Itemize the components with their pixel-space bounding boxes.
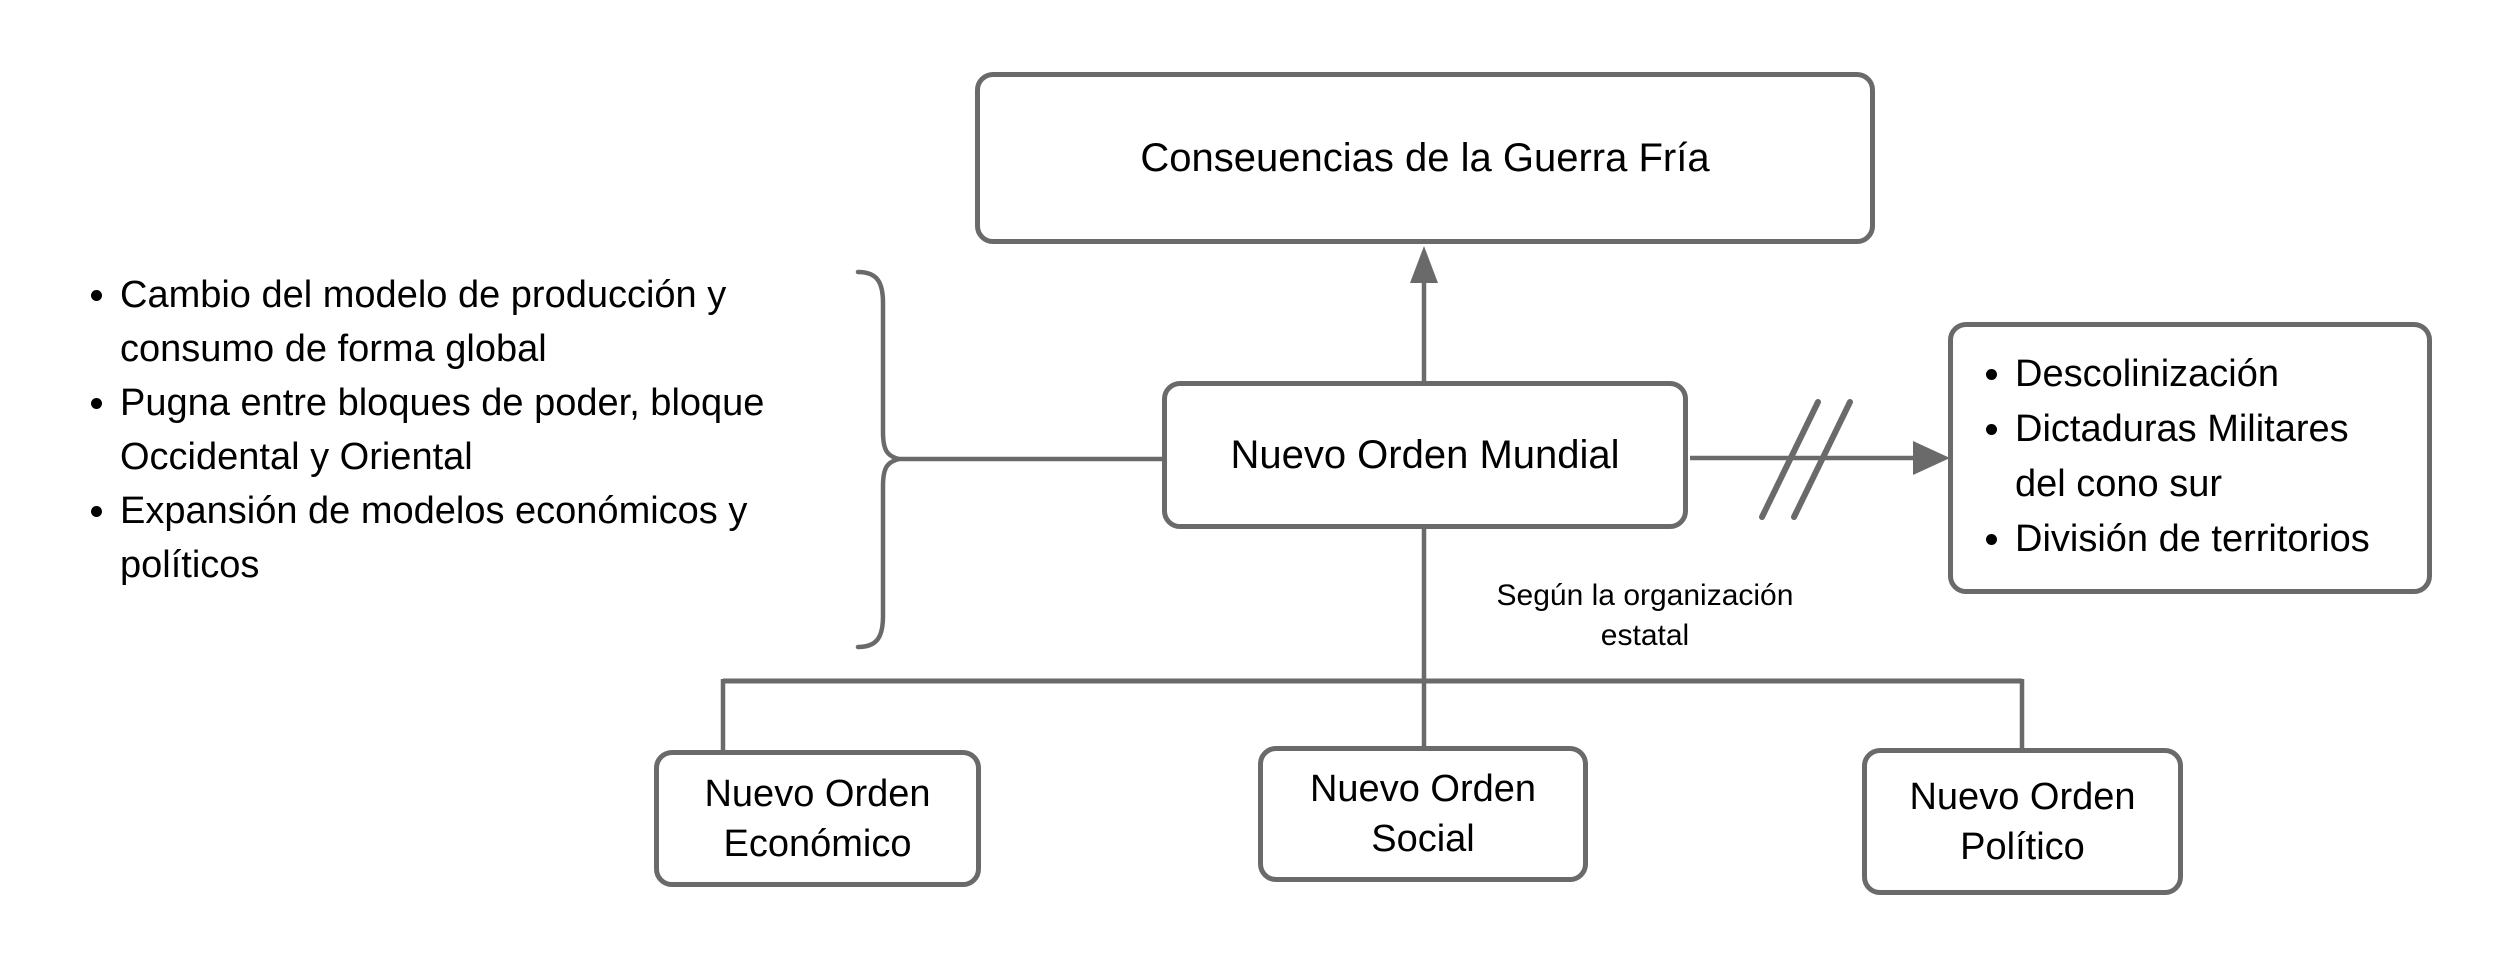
double-slash-mark-1: [1759, 399, 1821, 520]
economic-order-label: Nuevo Orden Económico: [704, 772, 931, 865]
central-node-label: Nuevo Orden Mundial: [1230, 432, 1620, 477]
title-node-label: Conseuencias de la Guerra Fría: [1140, 135, 1710, 180]
economic-order-node: Nuevo Orden Económico: [654, 750, 981, 887]
social-order-node: Nuevo Orden Social: [1258, 746, 1588, 882]
right-list-item: Dictaduras Militares del cono sur: [2015, 402, 2370, 512]
political-order-node: Nuevo Orden Político: [1862, 748, 2183, 895]
social-order-label: Nuevo Orden Social: [1309, 768, 1536, 860]
up-arrowhead-icon: [1410, 246, 1438, 283]
double-slash-mark-2: [1791, 399, 1853, 520]
right-list-item: División de territorios: [2015, 512, 2370, 567]
right-arrowhead-icon: [1913, 441, 1950, 475]
right-bullet-list: Descolinización Dictaduras Militares del…: [1953, 347, 2370, 567]
title-node: Conseuencias de la Guerra Fría: [975, 72, 1875, 244]
left-list-item: Pugna entre bloques de poder, bloque Occ…: [120, 376, 870, 484]
political-order-label: Nuevo Orden Político: [1909, 775, 2136, 868]
branch-annotation: Según la organización estatal: [1496, 579, 1794, 652]
left-bullet-list: Cambio del modelo de producción y consum…: [70, 268, 870, 592]
right-list-item: Descolinización: [2015, 347, 2370, 402]
central-node: Nuevo Orden Mundial: [1162, 381, 1688, 529]
left-list-item: Expansión de modelos económicos y políti…: [120, 484, 870, 592]
right-consequences-node: Descolinización Dictaduras Militares del…: [1948, 322, 2432, 594]
left-list-item: Cambio del modelo de producción y consum…: [120, 268, 870, 376]
